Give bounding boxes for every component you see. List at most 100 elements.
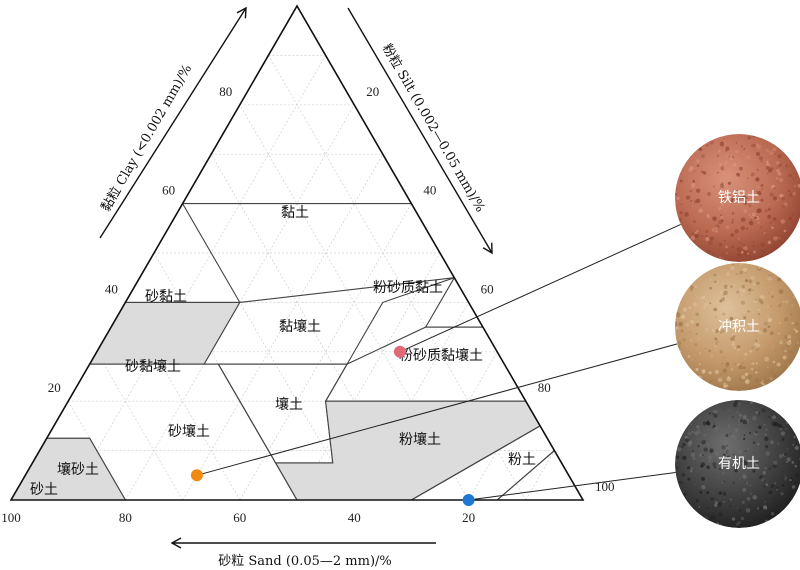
tick-label-silt-60: 60 <box>481 281 494 296</box>
texture-grain <box>719 183 725 189</box>
texture-grain <box>680 203 683 206</box>
texture-grain <box>690 339 693 342</box>
texture-grain <box>750 218 753 221</box>
texture-grain <box>771 421 777 427</box>
region-sandy-clay-loam <box>324 326 527 402</box>
texture-grain <box>690 320 695 324</box>
texture-grain <box>682 443 686 446</box>
texture-grain <box>723 210 727 213</box>
texture-grain <box>709 380 713 383</box>
texture-grain <box>779 194 783 198</box>
leader-line-laterite <box>399 223 681 353</box>
class-label-sand: 砂土 <box>30 482 58 498</box>
texture-grain <box>722 368 728 374</box>
texture-grain <box>720 219 724 223</box>
texture-grain <box>770 305 772 307</box>
sample-photo-base-organic <box>675 400 800 528</box>
texture-grain <box>750 368 754 371</box>
texture-grain <box>713 273 717 277</box>
texture-grain <box>703 515 709 521</box>
texture-grain <box>791 304 794 307</box>
texture-grain <box>781 347 784 350</box>
texture-grain <box>725 272 730 277</box>
region-silty-clay-loam <box>88 301 241 365</box>
texture-grain <box>685 195 691 200</box>
texture-grain <box>714 369 719 375</box>
texture-grain <box>725 146 730 151</box>
texture-grain <box>762 471 766 475</box>
texture-grain <box>694 431 699 436</box>
texture-grain <box>786 457 791 462</box>
texture-grain <box>700 462 706 467</box>
texture-grain <box>759 226 763 229</box>
texture-grain <box>762 328 768 333</box>
texture-grain <box>726 445 728 447</box>
texture-grain <box>691 450 694 453</box>
texture-grain <box>752 495 757 500</box>
texture-grain <box>777 277 782 282</box>
texture-grain <box>729 432 732 435</box>
class-label-loam: 壤土 <box>275 396 303 413</box>
texture-grain <box>732 481 735 484</box>
texture-grain <box>716 522 720 526</box>
texture-grain <box>702 421 707 426</box>
texture-grain <box>745 279 749 283</box>
texture-grain <box>735 149 739 154</box>
texture-grain <box>698 363 701 366</box>
texture-grain <box>703 171 707 175</box>
texture-grain <box>685 438 689 442</box>
texture-grain <box>736 172 740 177</box>
texture-grain <box>771 295 774 299</box>
texture-grain <box>731 245 734 248</box>
texture-grain <box>775 177 779 180</box>
texture-grain <box>725 245 728 249</box>
texture-grain <box>757 265 761 270</box>
texture-grain <box>699 490 703 495</box>
texture-grain <box>758 308 760 311</box>
texture-grain <box>760 242 765 247</box>
texture-grain <box>719 496 721 499</box>
texture-grain <box>734 192 737 195</box>
texture-grain <box>788 349 793 355</box>
texture-grain <box>756 344 761 349</box>
texture-grain <box>702 295 706 299</box>
texture-grain <box>721 329 725 333</box>
texture-grain <box>680 350 682 353</box>
texture-grain <box>737 423 740 427</box>
texture-grain <box>795 329 799 333</box>
texture-grain <box>738 508 742 512</box>
texture-grain <box>677 447 682 452</box>
texture-grain <box>748 293 750 295</box>
texture-grain <box>695 499 700 503</box>
texture-grain <box>683 493 687 496</box>
texture-grain <box>697 337 700 340</box>
texture-grain <box>778 454 784 459</box>
texture-grain <box>740 293 744 297</box>
sample-photo-organic <box>675 400 800 528</box>
texture-grain <box>739 270 744 275</box>
texture-grain <box>749 323 754 328</box>
texture-grain <box>690 423 693 426</box>
texture-grain <box>775 168 780 173</box>
texture-grain <box>736 247 742 252</box>
texture-grain <box>736 345 741 350</box>
texture-grain <box>744 450 747 452</box>
texture-grain <box>717 503 722 507</box>
texture-grain <box>781 204 785 208</box>
texture-grain <box>747 374 753 380</box>
texture-grain <box>675 188 678 190</box>
texture-grain <box>723 356 726 359</box>
texture-grain <box>729 498 732 501</box>
texture-grain <box>757 245 759 247</box>
texture-grain <box>779 322 782 325</box>
texture-grain <box>796 351 799 354</box>
texture-grain <box>746 496 751 501</box>
texture-grain <box>682 338 686 342</box>
texture-grain <box>768 150 774 156</box>
texture-grain <box>707 507 710 509</box>
texture-grain <box>691 430 694 434</box>
texture-grain <box>747 447 750 450</box>
texture-grain <box>793 435 796 439</box>
texture-grain <box>767 317 773 323</box>
texture-grain <box>737 237 740 240</box>
